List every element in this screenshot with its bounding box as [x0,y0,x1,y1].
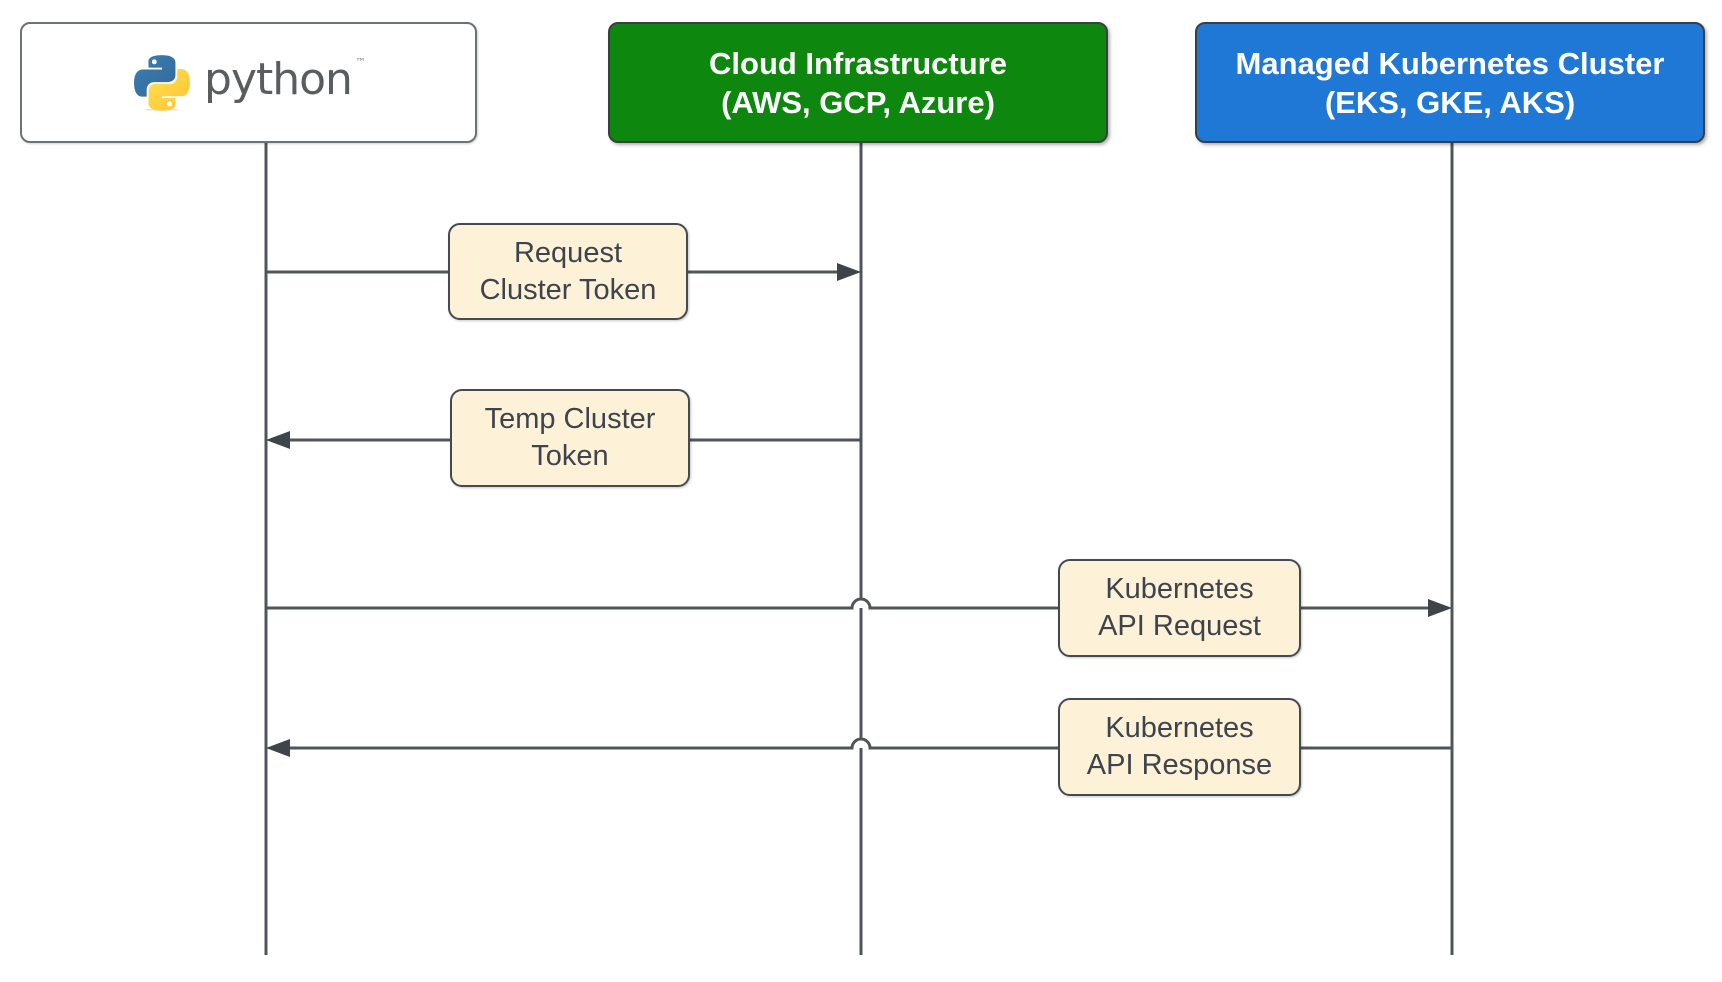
message-label-temp-cluster-token: Temp Cluster Token [450,389,690,487]
message-label-kubernetes-api-response: Kubernetes API Response [1058,698,1301,796]
message-label-kubernetes-api-request: Kubernetes API Request [1058,559,1301,657]
message-text-line: Temp Cluster [484,403,656,435]
actor-python: python ™ [20,22,477,143]
message-label-request-cluster-token: Request Cluster Token [448,223,688,320]
python-wordmark: python [204,53,353,105]
message-text-line: Kubernetes [1105,573,1254,605]
actor-title-line: (AWS, GCP, Azure) [721,84,995,120]
arrowhead-right [1428,599,1452,617]
actor-title-line: Managed Kubernetes Cluster [1235,45,1665,81]
actor-cloud-infrastructure: Cloud Infrastructure (AWS, GCP, Azure) [608,22,1108,143]
arrowhead-right [837,263,861,281]
arrowhead-left [266,739,290,757]
message-line-kubernetes-api-response [290,737,1452,750]
message-text-line: Request [513,236,622,269]
message-text-line: Token [531,440,609,472]
message-text-line: Cluster Token [479,273,657,306]
message-text-line: Kubernetes [1105,712,1254,744]
actor-kubernetes-cluster: Managed Kubernetes Cluster (EKS, GKE, AK… [1195,22,1705,143]
actor-title-line: (EKS, GKE, AKS) [1324,84,1576,120]
python-logo-icon [134,54,190,111]
python-trademark: ™ [354,56,366,69]
actor-title-line: Cloud Infrastructure [709,45,1007,81]
message-text-line: API Response [1086,749,1273,781]
message-line-kubernetes-api-request [266,597,1431,610]
message-text-line: API Request [1098,610,1261,642]
arrowhead-left [266,431,290,449]
